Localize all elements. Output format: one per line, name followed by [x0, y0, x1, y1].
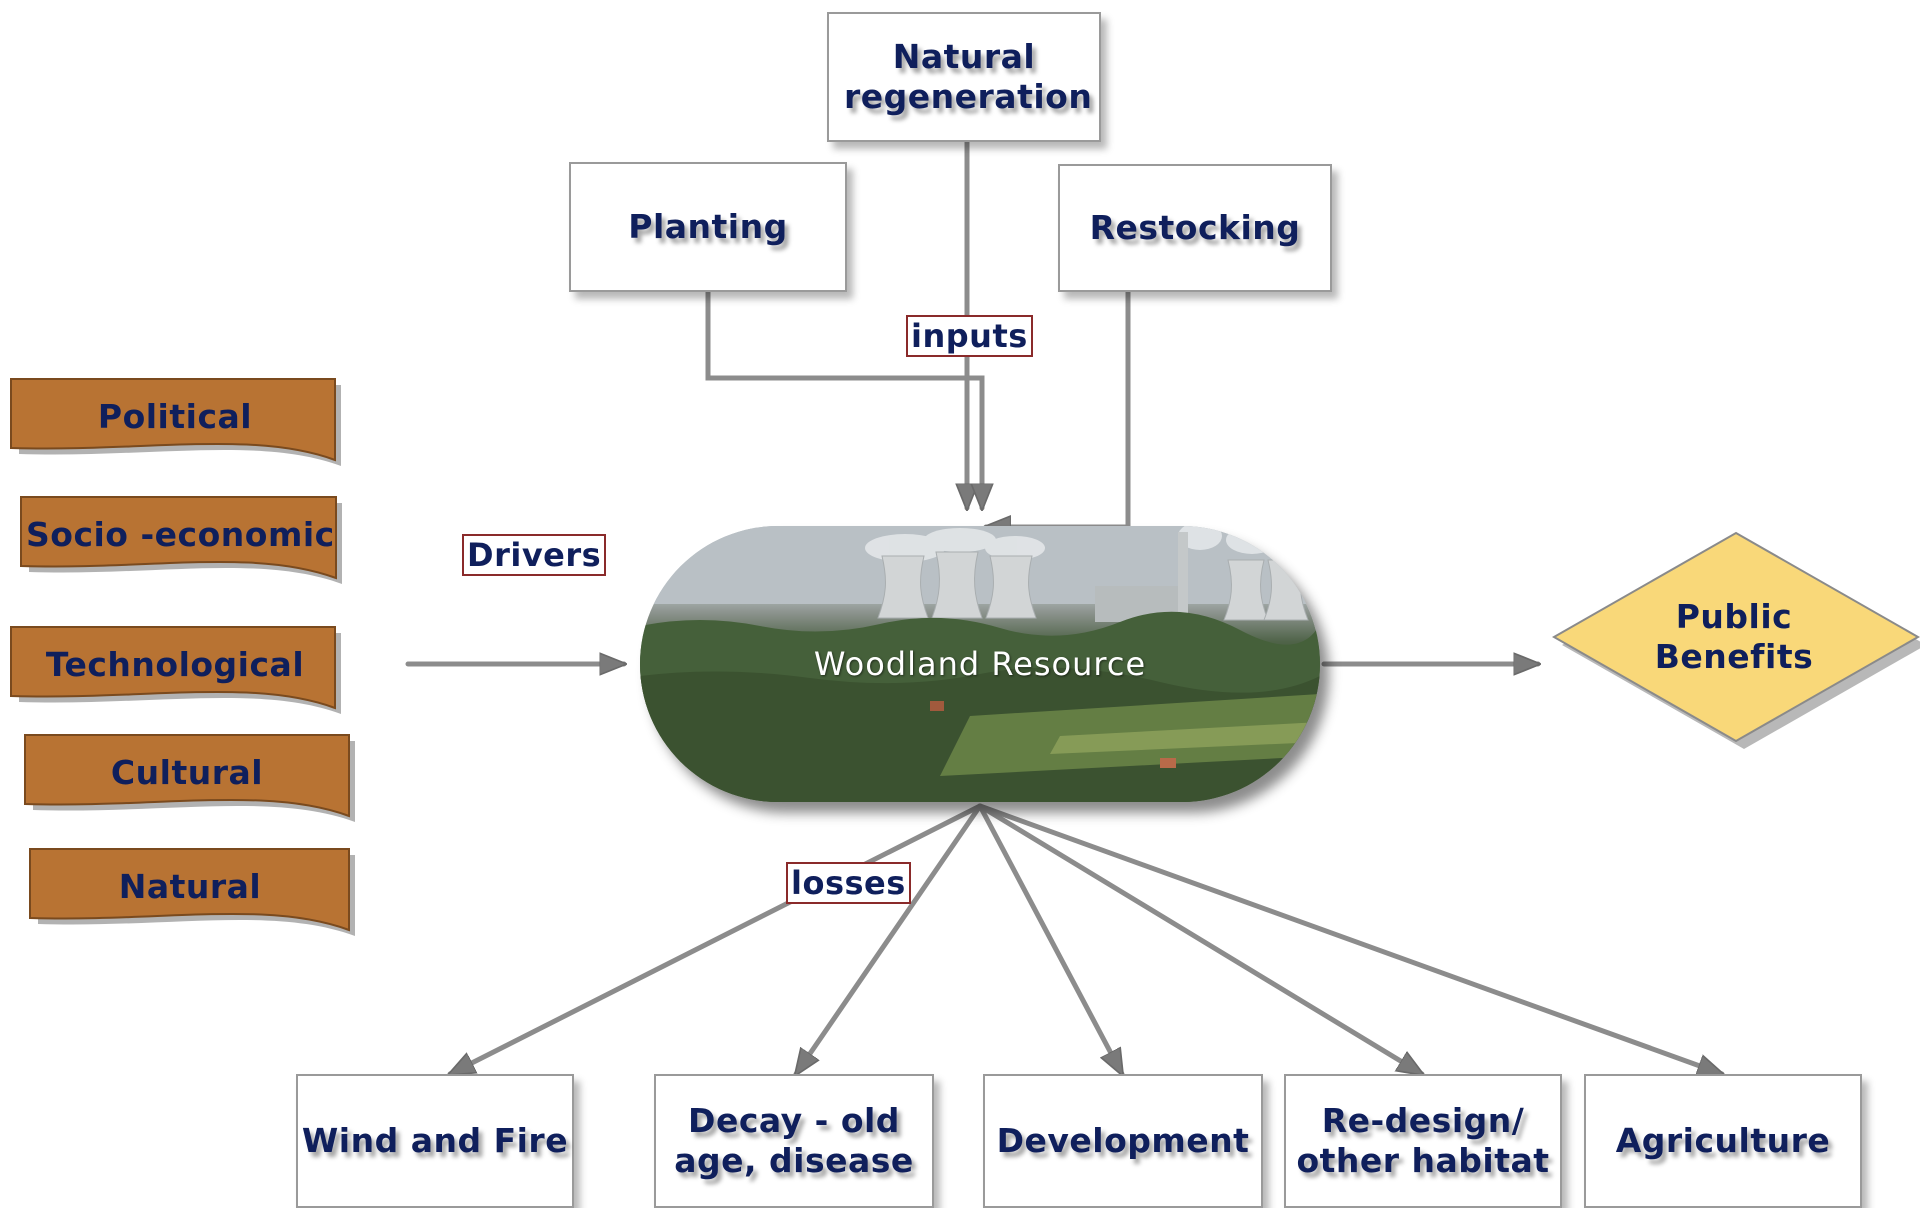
loss-agriculture-label: Agriculture — [1615, 1121, 1831, 1160]
planting-label: Planting — [628, 207, 788, 246]
drivers-tag: Drivers — [462, 534, 607, 576]
driver-cultural: Cultural — [24, 734, 355, 834]
driver-technological-shape — [10, 626, 341, 714]
loss-connector-decay — [796, 803, 983, 1074]
driver-political-shape — [10, 378, 341, 466]
driver-socio-economic: Socio -economic — [20, 496, 342, 596]
planting-box: Planting — [569, 162, 847, 292]
driver-socio-economic-shape — [20, 496, 342, 584]
driver-natural-label: Natural — [118, 866, 262, 906]
loss-wind-fire-box: Wind and Fire — [296, 1074, 574, 1208]
loss-development-box: Development — [983, 1074, 1263, 1208]
public-benefits: Public Benefits — [1548, 531, 1920, 749]
woodland-resource: Woodland Resource — [640, 526, 1320, 802]
loss-redesign-label: Re-design/ other habitat — [1296, 1101, 1550, 1180]
natural-regeneration-box: Natural regeneration — [827, 12, 1101, 142]
woodland-resource-scene — [640, 526, 1320, 802]
restocking-label: Restocking — [1089, 208, 1301, 247]
loss-development-label: Development — [996, 1121, 1250, 1160]
woodland-resource-label: Woodland Resource — [813, 645, 1147, 683]
loss-connector-development — [977, 803, 1125, 1074]
driver-cultural-label: Cultural — [110, 752, 264, 792]
loss-agriculture-box: Agriculture — [1584, 1074, 1862, 1208]
driver-natural: Natural — [29, 848, 355, 948]
natural-regeneration-label: Natural regeneration — [844, 37, 1093, 116]
loss-decay-box: Decay - old age, disease — [654, 1074, 934, 1208]
loss-connector-redesign — [977, 803, 1422, 1074]
inputs-tag: inputs — [906, 315, 1033, 357]
public-benefits-shape — [1551, 531, 1920, 749]
driver-socio-economic-label: Socio -economic — [26, 514, 335, 554]
loss-connector-wind-fire — [450, 803, 983, 1077]
losses-tag: losses — [786, 862, 911, 904]
driver-natural-shape — [29, 848, 355, 936]
planting-connector — [705, 287, 982, 508]
driver-political: Political — [10, 378, 341, 478]
loss-wind-fire-label: Wind and Fire — [301, 1121, 569, 1160]
loss-decay-label: Decay - old age, disease — [674, 1101, 914, 1180]
public-benefits-label: Public Benefits — [1654, 597, 1814, 676]
loss-redesign-box: Re-design/ other habitat — [1284, 1074, 1562, 1208]
loss-connector-agriculture — [977, 803, 1722, 1074]
driver-political-label: Political — [97, 396, 253, 436]
restocking-box: Restocking — [1058, 164, 1332, 292]
driver-technological: Technological — [10, 626, 341, 726]
driver-cultural-shape — [24, 734, 355, 822]
driver-technological-label: Technological — [45, 644, 305, 684]
